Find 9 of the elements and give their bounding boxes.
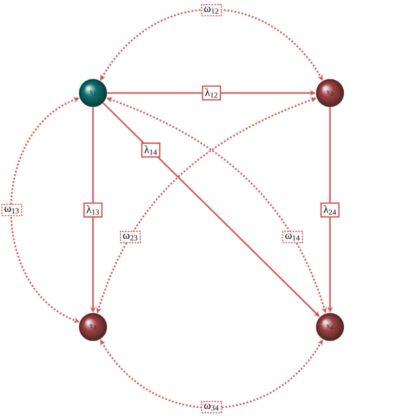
edge-label: ω$_{34}$ (201, 400, 222, 414)
edge-label: ω$_{13}$ (1, 204, 22, 216)
edge-label: ω$_{12}$ (201, 4, 222, 16)
edge-label: ω$_{23}$ (120, 230, 141, 244)
edge-label: λ$_{14}$ (141, 142, 160, 158)
edge-label: ω$_{14}$ (282, 230, 304, 244)
edge-label: λ$_{12}$ (202, 85, 222, 101)
edge-label: λ$_{13}$ (83, 202, 103, 218)
edge-label: λ$_{24}$ (320, 202, 340, 218)
